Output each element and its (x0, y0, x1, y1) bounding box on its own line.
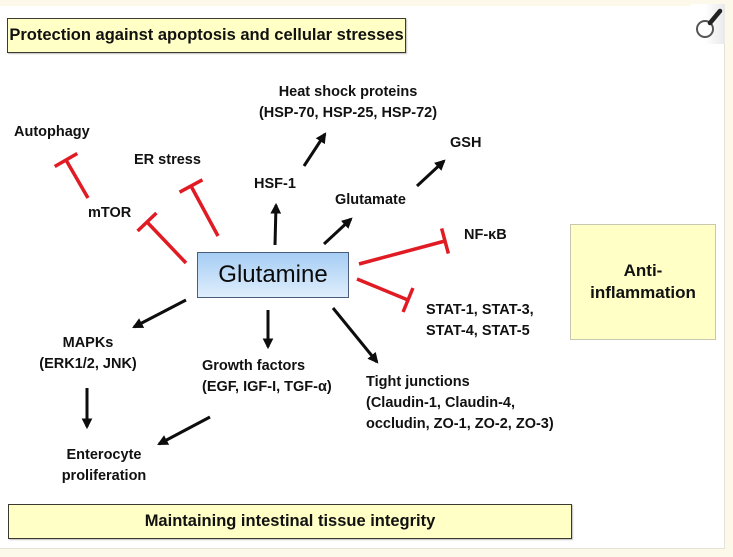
glutamine-node: Glutamine (197, 252, 349, 298)
inhibition-edge-mtor-to-autophagy (53, 151, 90, 199)
activation-arrow-glutamine-to-glutamate (322, 217, 353, 246)
banner-protection: Protection against apoptosis and cellula… (7, 18, 406, 53)
entero-line2: proliferation (61, 468, 147, 484)
activation-arrow-glutamine-to-tight-junctions (331, 307, 379, 364)
entero-line1: Enterocyte (66, 447, 142, 463)
inhibition-bar (136, 211, 158, 233)
activation-arrow-growth-factors-to-enterocyte-proliferation (157, 415, 211, 446)
inhibition-line (64, 159, 90, 199)
anti-inflammation-box: Anti- inflammation (570, 224, 716, 340)
mapks-label: MAPKs (ERK1/2, JNK) (24, 333, 152, 375)
glutamate-label: Glutamate (335, 192, 406, 208)
inhibition-bar (439, 227, 451, 255)
growth-title: Growth factors (202, 358, 306, 374)
inhibition-edge-glutamine-to-stat-1-stat-3-stat-4-stat-5 (356, 277, 415, 313)
stat-line2: STAT-4, STAT-5 (426, 323, 530, 339)
inhibition-edge-glutamine-to-mtor (136, 211, 188, 265)
growth-members: (EGF, IGF-I, TGF-α) (202, 379, 332, 395)
stat-label: STAT-1, STAT-3, STAT-4, STAT-5 (426, 300, 534, 342)
anti-line1: Anti- (623, 261, 663, 280)
inhibition-bar (401, 287, 415, 313)
banner-protection-text: Protection against apoptosis and cellula… (9, 26, 404, 44)
tj-line3: occludin, ZO-1, ZO-2, ZO-3) (366, 416, 554, 432)
magnifier-button[interactable] (691, 4, 725, 44)
hsp-label: Heat shock proteins (HSP-70, HSP-25, HSP… (243, 82, 453, 124)
activation-arrow-glutamine-to-mapks (132, 298, 187, 329)
tj-line2: (Claudin-1, Claudin-4, (366, 395, 516, 411)
inhibition-line (189, 185, 220, 237)
nfkb-label: NF-κB (464, 227, 507, 243)
mapks-members: (ERK1/2, JNK) (39, 356, 137, 372)
magnifier-icon (696, 8, 723, 38)
tj-title: Tight junctions (366, 374, 470, 390)
growth-factors-label: Growth factors (EGF, IGF-I, TGF-α) (202, 356, 332, 398)
mapks-title: MAPKs (62, 335, 114, 351)
inhibition-bar (178, 178, 204, 194)
inhibition-line (145, 220, 188, 265)
banner-integrity: Maintaining intestinal tissue integrity (8, 504, 572, 539)
gsh-label: GSH (450, 135, 482, 151)
hsp-title: Heat shock proteins (278, 84, 418, 100)
anti-line2: inflammation (590, 283, 696, 302)
inhibition-bar (53, 151, 79, 169)
er-stress-label: ER stress (134, 152, 201, 168)
inhibition-edge-glutamine-to-nf-b (358, 227, 451, 266)
activation-arrow-hsf-1-to-heat-shock-proteins (302, 132, 327, 167)
hsp-members: (HSP-70, HSP-25, HSP-72) (258, 105, 438, 121)
stat-line1: STAT-1, STAT-3, (426, 302, 534, 318)
mtor-label: mTOR (88, 205, 132, 221)
inhibition-line (356, 277, 409, 302)
activation-arrow-glutamate-to-gsh (415, 159, 446, 188)
hsf1-label: HSF-1 (254, 176, 296, 192)
autophagy-label: Autophagy (14, 124, 90, 140)
glutamine-label: Glutamine (218, 261, 328, 288)
banner-integrity-text: Maintaining intestinal tissue integrity (144, 512, 436, 530)
inhibition-edge-glutamine-to-er-stress (178, 178, 220, 237)
inhibition-line (358, 239, 446, 266)
enterocyte-label: Enterocyte proliferation (40, 445, 168, 487)
activation-arrow-glutamine-to-hsf-1 (270, 202, 282, 246)
tight-junctions-label: Tight junctions (Claudin-1, Claudin-4, o… (366, 372, 554, 435)
